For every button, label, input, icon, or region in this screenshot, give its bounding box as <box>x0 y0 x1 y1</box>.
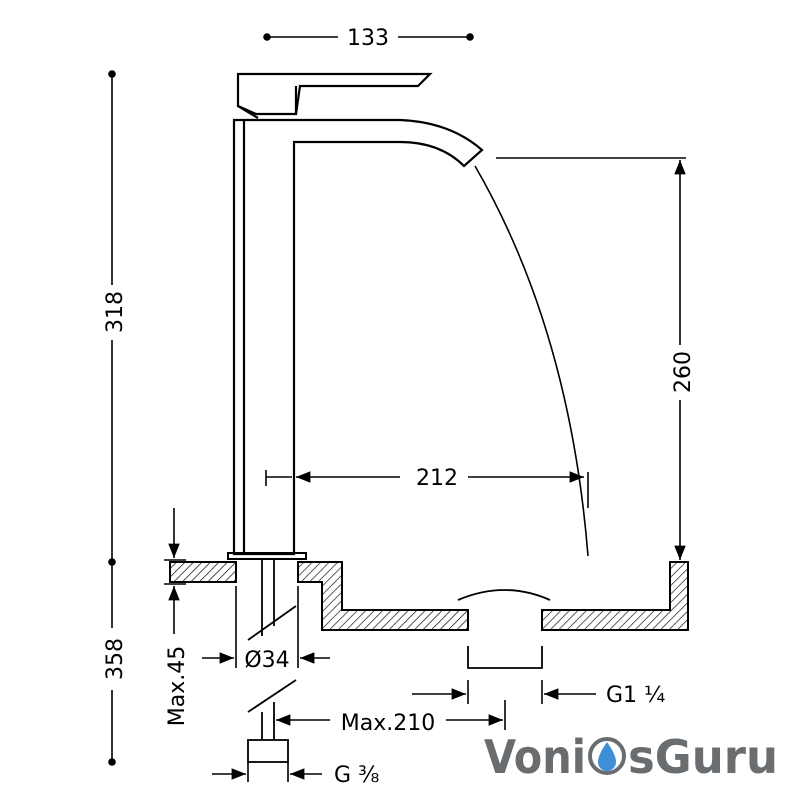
dim-label-max45: Max.45 <box>165 646 190 726</box>
supply-pipe <box>247 559 297 763</box>
water-drop-icon <box>588 737 626 775</box>
dim-label-260: 260 <box>671 351 696 393</box>
dim-spout-reach <box>265 470 589 508</box>
dim-hole-diameter <box>202 586 330 668</box>
drain-body <box>467 646 543 669</box>
dim-label-212: 212 <box>416 466 458 491</box>
faucet-handle-base <box>237 105 259 119</box>
dim-label-hole: Ø34 <box>244 648 289 673</box>
faucet-base-flange <box>227 552 307 560</box>
dim-label-133: 133 <box>347 26 389 51</box>
countertop-left <box>169 561 237 583</box>
dim-label-drain-thread: G1 ¼ <box>606 683 665 708</box>
faucet-outline <box>232 72 484 556</box>
vonios-guru-logo: Voni sGuru <box>484 730 778 784</box>
basin-wall-left <box>297 561 469 631</box>
water-stream <box>474 165 589 557</box>
dim-label-358: 358 <box>103 638 128 680</box>
dim-spout-width <box>263 33 474 41</box>
dim-supply-thread <box>212 762 322 782</box>
dim-label-supply-thread: G ⅜ <box>334 763 379 788</box>
dim-spout-height <box>496 157 686 560</box>
faucet-body <box>232 118 484 556</box>
basin-wall-right <box>541 561 689 631</box>
logo-text-part2: sGuru <box>628 730 778 784</box>
dim-height-lines <box>108 70 116 766</box>
dim-max-drain-distance <box>276 700 506 730</box>
faucet-handle <box>236 72 433 116</box>
drain-plug <box>457 589 551 601</box>
dim-max-thickness <box>164 508 186 634</box>
dim-drain-thread <box>412 680 596 704</box>
supply-connector <box>247 739 289 763</box>
logo-text-part1: Voni <box>484 730 586 784</box>
basin-section <box>169 561 689 631</box>
dim-label-max210: Max.210 <box>341 711 435 736</box>
dim-label-318: 318 <box>103 291 128 333</box>
